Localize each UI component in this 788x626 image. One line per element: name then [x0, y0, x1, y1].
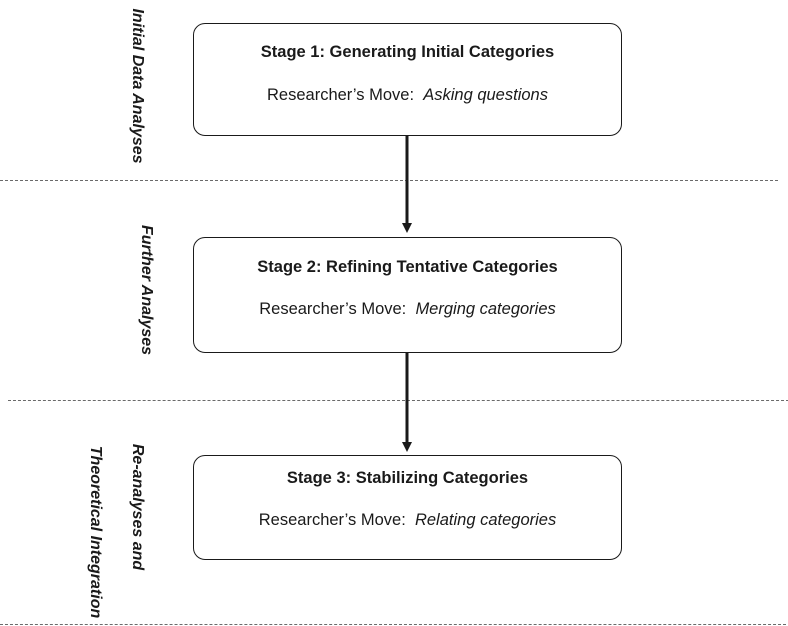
stage-1-move-prefix: Researcher’s Move: [267, 86, 424, 104]
phase-divider-2 [8, 400, 788, 401]
stage-1-move-value: Asking questions [423, 86, 548, 104]
stage-2-title: Stage 2: Refining Tentative Categories [257, 258, 558, 276]
stage-1-box: Stage 1: Generating Initial Categories R… [193, 23, 622, 136]
phase-divider-1 [0, 180, 778, 181]
stage-3-box: Stage 3: Stabilizing Categories Research… [193, 455, 622, 560]
stage-1-move: Researcher’s Move: Asking questions [194, 86, 621, 105]
stage-2-move-value: Merging categories [415, 300, 556, 318]
stage-3-move: Researcher’s Move: Relating categories [194, 511, 621, 530]
stage-3-move-value: Relating categories [414, 511, 557, 529]
stage-2-move-prefix: Researcher’s Move: [259, 300, 416, 318]
phase-divider-3 [0, 624, 786, 625]
stage-3-title: Stage 3: Stabilizing Categories [286, 469, 529, 487]
stage-2-box: Stage 2: Refining Tentative Categories R… [193, 237, 622, 353]
stage-3-move-prefix: Researcher’s Move: [258, 511, 415, 529]
stage-1-title: Stage 1: Generating Initial Categories [260, 43, 555, 61]
stage-2-move: Researcher’s Move: Merging categories [194, 300, 621, 319]
